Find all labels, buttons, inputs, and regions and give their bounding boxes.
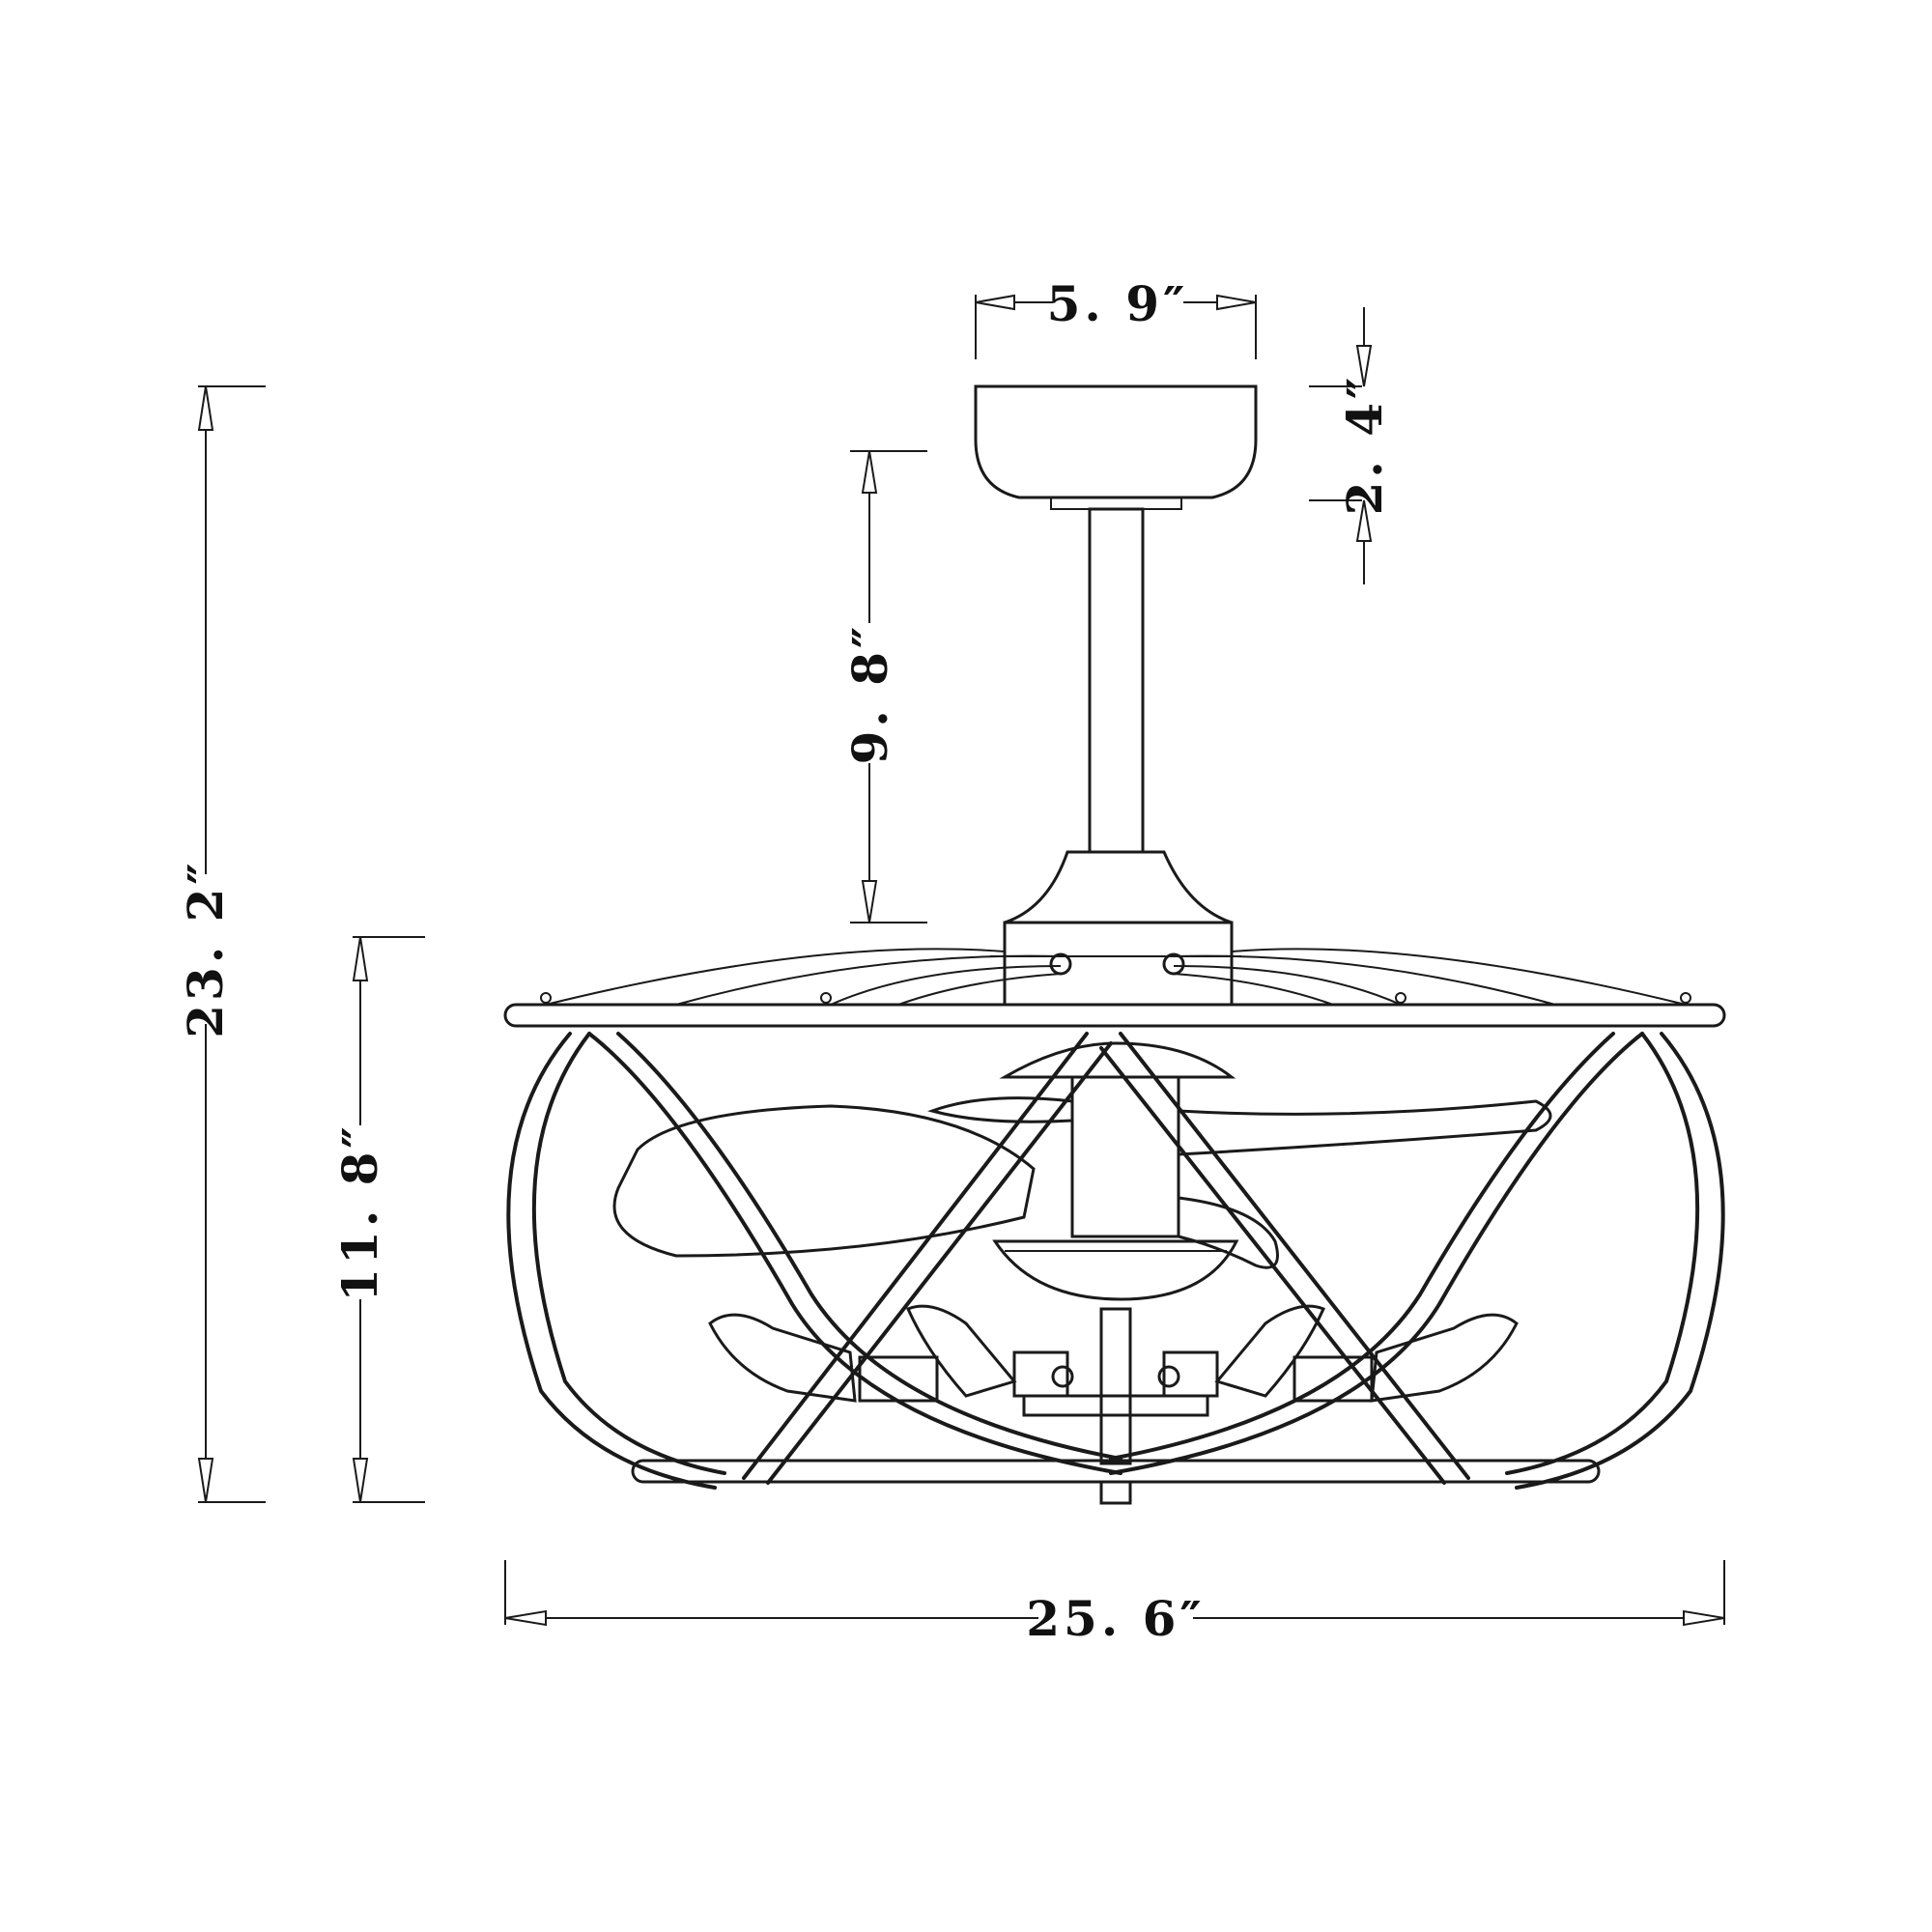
dim-canopy-width [975,294,1257,359]
ring-rivet [1680,992,1691,1004]
label-cage-width: 25. 6″ [1026,1590,1206,1647]
canopy-collar [1050,497,1182,510]
ring-rivet [540,992,552,1004]
canopy [974,384,1258,499]
dim-cage-width [504,1560,1725,1627]
cage-top-arms [545,948,1687,1006]
cage-top-ring [503,1003,1726,1028]
dim-cage-height [352,936,425,1503]
downrod [1088,507,1145,854]
dimension-lines [197,294,1725,1627]
ring-rivet [1395,992,1406,1004]
dim-canopy-height [1309,307,1373,584]
label-downrod-length: 9. 8″ [841,623,898,765]
ring-rivet [820,992,832,1004]
cage-ribs [506,1032,1725,1490]
label-canopy-height: 2. 4″ [1336,374,1393,516]
dim-downrod [850,450,927,923]
label-cage-height: 11. 8″ [331,1122,388,1302]
motor-body [1003,921,1234,1007]
label-overall-height: 23. 2″ [177,859,234,1038]
dim-overall-height [197,385,266,1503]
finial [1099,1480,1132,1505]
ceiling-fan-illustration [503,384,1726,1505]
label-canopy-width: 5. 9″ [1047,275,1189,332]
motor-housing [1004,850,1233,924]
